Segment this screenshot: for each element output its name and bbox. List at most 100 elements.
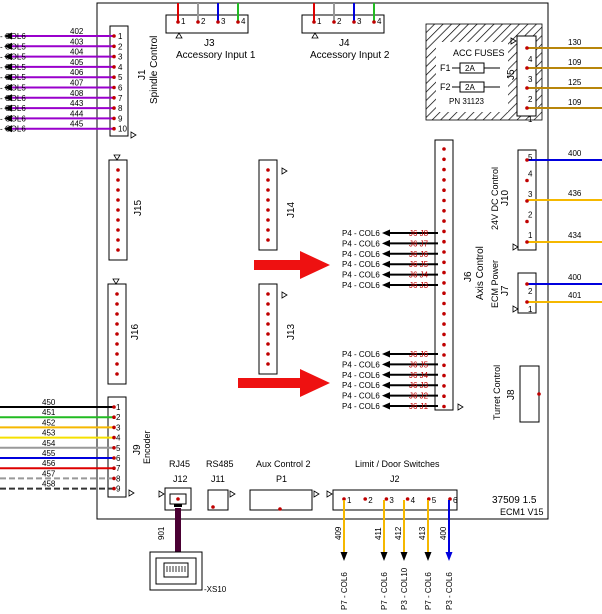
j10-wire-number: 400 — [568, 149, 582, 158]
j4-pin-number: 3 — [357, 17, 362, 26]
j5-pin-dot — [525, 86, 529, 90]
j5-wire-number: 130 — [568, 38, 582, 47]
j1-pin-number: 9 — [118, 114, 123, 123]
j6-wire-arrow — [382, 360, 390, 368]
j6-pin-label: J6 J2 — [409, 392, 429, 401]
j15-pin-dot — [116, 238, 120, 242]
j2-pin-dot — [427, 497, 431, 501]
j6-wire-arrow — [382, 260, 390, 268]
j1-wire-number: 404 — [70, 48, 84, 57]
fuse-f1-value: 2A — [465, 64, 475, 73]
red-arrow-lower — [238, 369, 330, 397]
j13-pin-dot — [266, 362, 270, 366]
j1-wire-arrow — [4, 63, 12, 71]
j5-pin-dot — [525, 46, 529, 50]
j15-pin-dot — [116, 198, 120, 202]
j14-pin-dot — [266, 198, 270, 202]
j6-pin-dot — [442, 250, 446, 254]
j6-pin-label: J6 J3 — [409, 381, 429, 390]
j2-pin-number: 2 — [368, 496, 373, 505]
j1-pin-number: 4 — [118, 63, 123, 72]
j6-pin-dot — [442, 260, 446, 265]
j6-wire-dest: P4 - COL6 — [342, 402, 380, 411]
j5-pin-number: 2 — [528, 95, 533, 104]
j15-pin-dot — [116, 208, 120, 212]
j15-pin-dot — [116, 168, 120, 172]
j9-pin-dot — [112, 425, 116, 430]
j6-pin-dot — [442, 157, 446, 162]
j2-pin-number: 5 — [432, 496, 437, 505]
j1-pin-dot — [112, 106, 116, 110]
j13-pin-dot — [266, 312, 270, 316]
j14-pin-dot — [266, 238, 270, 242]
j10-pin-number: 2 — [528, 211, 533, 220]
j2-wire-dest: P3 - COL6 — [445, 572, 454, 610]
j15-pin-dot — [116, 178, 120, 182]
j6-pin-dot — [442, 229, 446, 234]
j1-pin-dot — [112, 126, 116, 131]
j15-pin-dot — [116, 218, 120, 222]
j2-wire-number: 400 — [439, 526, 448, 540]
j5-pin-number: 1 — [528, 115, 533, 124]
j5-wire-number: 109 — [568, 58, 582, 67]
j9-pin-number: 9 — [116, 485, 121, 494]
j16-pin-dot — [115, 302, 119, 306]
connector-j16: J16 — [107, 278, 141, 385]
j6-pin-dot — [442, 301, 446, 306]
j2-wire-number: 413 — [418, 526, 427, 540]
j6-pin-label: J6 J1 — [409, 402, 429, 411]
j9-wire-number: 455 — [42, 449, 56, 458]
j6-pin-label: J6 J3 — [409, 281, 429, 290]
j1-pin-dot — [112, 65, 116, 69]
j6-wire-dest: P4 - COL6 — [342, 392, 380, 401]
j6-wire-arrow — [382, 271, 390, 279]
j10-pin-dot — [525, 178, 529, 183]
j1-wire-arrow — [4, 42, 12, 50]
j6-wire-arrow — [382, 392, 390, 400]
j9-wire-number: 453 — [42, 429, 56, 438]
j1-wire-number: 443 — [70, 99, 84, 108]
j3-pin-dot — [236, 20, 240, 24]
j10-pin-dot — [525, 219, 529, 224]
j6-pin-dot — [442, 404, 446, 409]
j16-pin-dot — [115, 352, 119, 356]
j3-pin-number: 4 — [241, 17, 246, 26]
j3-name: Accessory Input 1 — [176, 50, 256, 61]
j13-pin-dot — [266, 332, 270, 336]
connector-j9: J9 Encoder 45014512452345344545455645674… — [0, 396, 152, 498]
j9-pin-number: 1 — [116, 403, 121, 412]
j6-wire-arrow — [382, 281, 390, 289]
j6-wire-arrow — [382, 229, 390, 237]
j9-pin-dot — [112, 446, 116, 450]
j1-wire-arrow — [4, 94, 12, 102]
j6-wire-dest: P4 - COL6 — [342, 281, 380, 290]
j1-wire-arrow — [4, 104, 12, 112]
j6-name: Axis Control — [475, 246, 486, 300]
j4-name: Accessory Input 2 — [310, 50, 390, 61]
j1-wire-arrow — [4, 125, 12, 133]
connector-j11: RS485 J11 — [206, 459, 236, 511]
j2-pin-dot — [384, 497, 389, 501]
j2-wire-dest: P7 - COL6 — [340, 572, 349, 610]
j1-wire-dest: P5 - COL6 — [0, 104, 26, 113]
j13-pin-dot — [266, 342, 270, 346]
j6-pin-dot — [442, 270, 446, 275]
j6-pin-dot — [442, 322, 446, 326]
connector-j14: J14 — [258, 159, 297, 251]
j1-wire-dest: P5 - COL5 — [0, 53, 26, 62]
j7-pin-number: 1 — [528, 305, 533, 314]
j1-pin-number: 5 — [118, 73, 123, 82]
j6-id: J6 — [463, 271, 474, 282]
j6-wire-dest: P4 - COL6 — [342, 360, 380, 369]
j16-pin-dot — [115, 372, 119, 376]
red-arrow-upper — [254, 251, 330, 279]
j6-pin-dot — [442, 342, 446, 347]
j10-pin-number: 5 — [528, 153, 533, 162]
j1-id: J1 — [137, 69, 148, 80]
j9-pin-number: 3 — [116, 423, 121, 432]
j13-id: J13 — [286, 323, 297, 340]
connector-j15: J15 — [108, 154, 144, 261]
j1-wire-number: 405 — [70, 58, 84, 67]
